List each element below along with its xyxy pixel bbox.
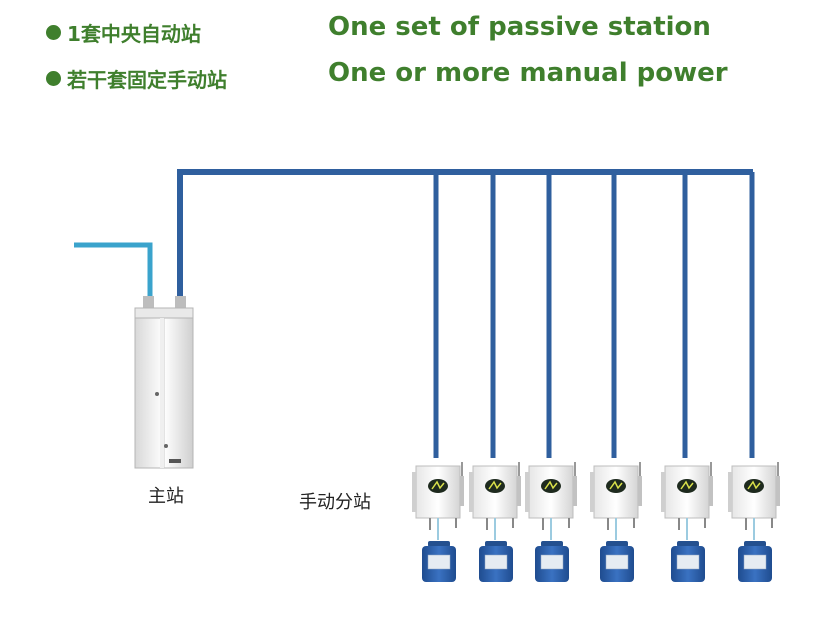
bullet-icon [46,71,61,86]
manual-substation [412,462,464,582]
main-station-label: 主站 [148,486,184,507]
branch-pipes [433,172,755,458]
manual-substation [525,462,577,582]
logo-icon [677,479,697,493]
main-station-cabinet [134,296,194,469]
manual-substation [590,462,642,582]
canister-cap [485,541,507,547]
logo-icon [606,479,626,493]
canister-label [540,554,564,570]
canister-label [605,554,629,570]
logo-icon [541,479,561,493]
inlet-pipe [74,242,153,300]
manual-substation-label: 手动分站 [299,492,371,513]
canister-label [676,554,700,570]
manual-substation [469,462,521,582]
header-line-2-en: One or more manual power [328,58,728,88]
logo-icon [744,479,764,493]
manual-substation [728,462,780,582]
canister-cap [744,541,766,547]
distribution-pipe [177,169,753,300]
header-line-2-cn: 若干套固定手动站 [67,68,227,92]
canister-cap [606,541,628,547]
header-line-1-cn: 1套中央自动站 [67,22,201,46]
canister-label [743,554,767,570]
canister-cap [541,541,563,547]
manual-substation [661,462,713,582]
canister-cap [428,541,450,547]
logo-icon [428,479,448,493]
header-line-1: 1套中央自动站 [46,18,201,47]
logo-icon [485,479,505,493]
bullet-icon [46,25,61,40]
header-line-1-en: One set of passive station [328,12,711,42]
manual-substations [412,462,780,582]
canister-label [484,554,508,570]
header-line-2: 若干套固定手动站 [46,64,227,93]
canister-cap [677,541,699,547]
canister-label [427,554,451,570]
